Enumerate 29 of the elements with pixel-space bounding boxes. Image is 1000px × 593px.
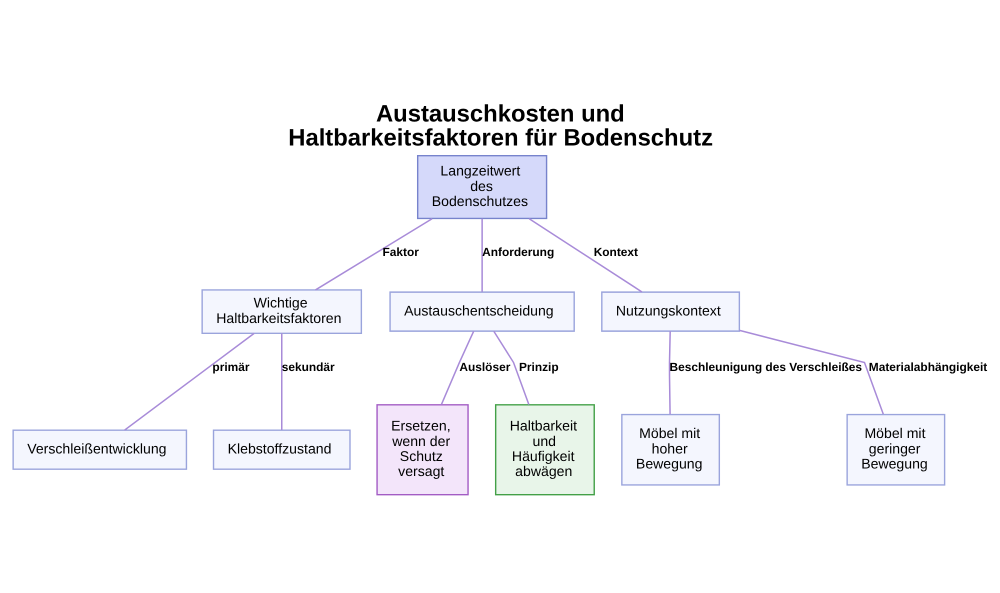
edge-label: Prinzip [518,359,559,374]
connector [668,330,671,414]
node-box: Klebstoffzustand [212,429,351,470]
node-box: Haltbarkeit und Häufigkeit abwägen [494,404,595,495]
node-box: Wichtige Haltbarkeitsfaktoren [201,288,362,334]
node-box: Verschleißentwicklung [12,429,188,470]
edge-label: Kontext [594,244,638,259]
edge-label: Anforderung [482,244,554,259]
connector [739,329,884,414]
node-box: Ersetzen, wenn der Schutz versagt [376,404,469,495]
connector [440,330,474,404]
connector [124,332,255,430]
edge-label: Auslöser [459,359,510,374]
node-box: Austauschentscheidung [389,290,575,332]
diagram-title: Austauschkosten und Haltbarkeitsfaktoren für Bodenschutz [288,100,713,151]
edge-label: Materialabhängigkeit [868,359,988,374]
connector [481,218,483,292]
node-box: Möbel mit hoher Bewegung [621,413,720,486]
connector [281,332,283,430]
node-box: Langzeitwert des Bodenschutzes [416,154,548,219]
connector [528,218,642,292]
node-box: Möbel mit geringer Bewegung [846,413,946,486]
edge-label: primär [212,359,250,374]
edge-label: Faktor [382,244,419,259]
connector [493,330,530,404]
edge-label: Beschleunigung des Verschleißes [670,359,862,374]
connector [315,218,432,290]
node-box: Nutzungskontext [601,290,740,332]
edge-label: sekundär [282,359,335,374]
